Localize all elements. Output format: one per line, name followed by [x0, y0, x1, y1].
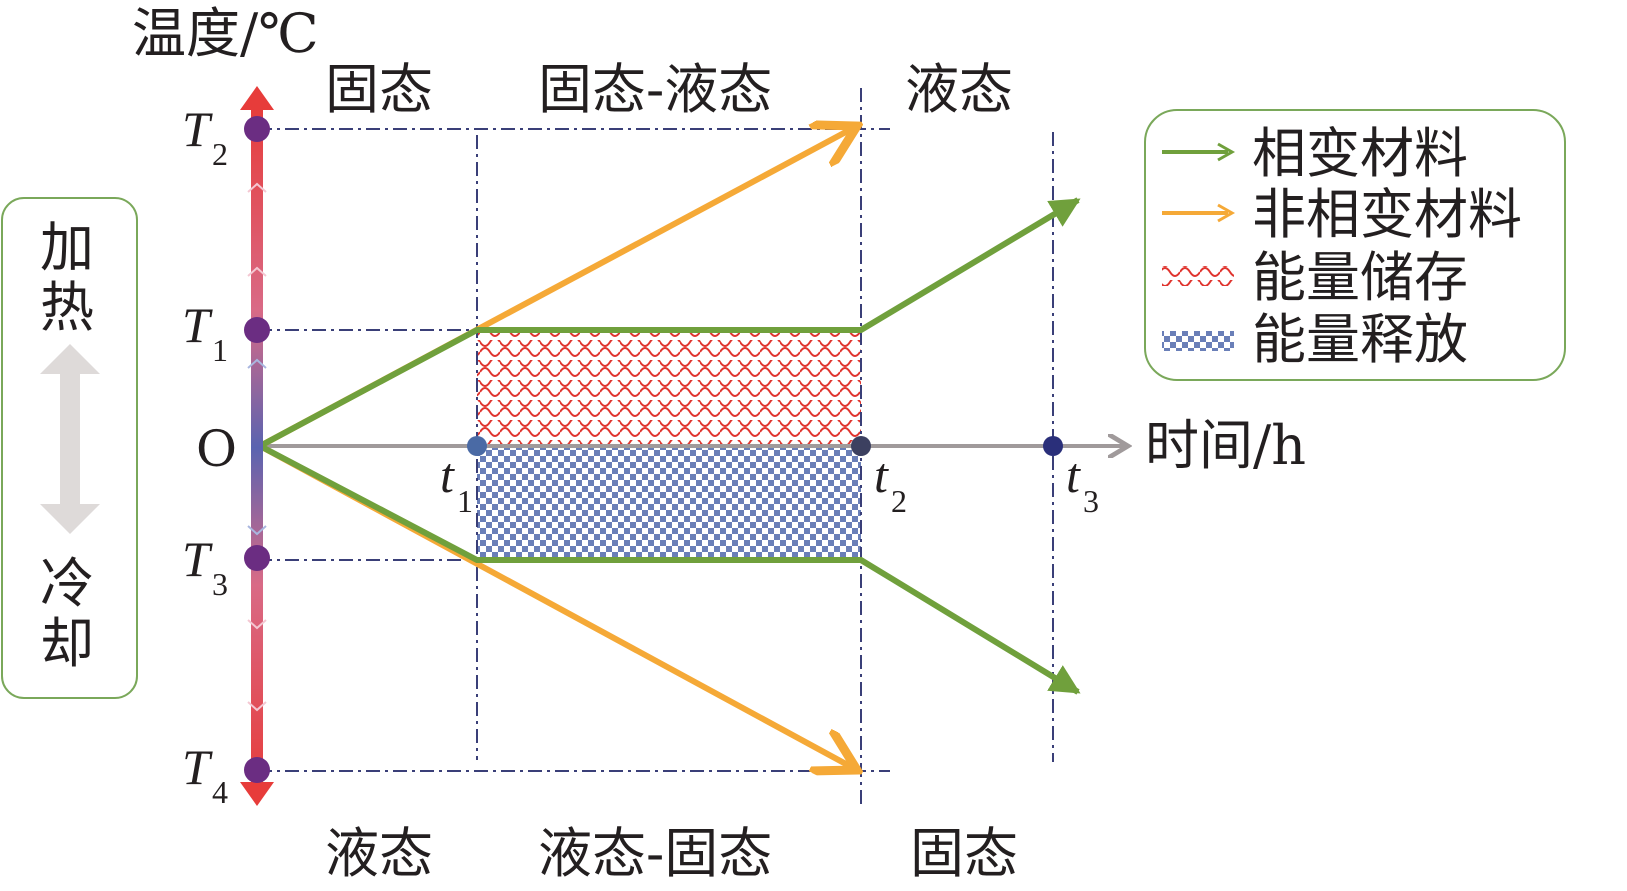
- cool-label-1: 冷: [40, 552, 94, 615]
- time3-sub: 3: [1083, 483, 1099, 519]
- legend-box: [1144, 109, 1566, 381]
- t3-sub: 3: [212, 566, 228, 602]
- phase-bottom-solid: 固态: [910, 822, 1018, 885]
- legend-energy-storage: 能量储存: [1162, 246, 1468, 309]
- legend-non-pcm: 非相变材料: [1162, 183, 1522, 246]
- energy-release-area: [477, 448, 861, 560]
- t1-time-marker: [467, 436, 487, 456]
- phase-bottom-liquid-solid: 液态-固态: [538, 822, 772, 885]
- t2-marker: [244, 116, 270, 142]
- t2-sub: 2: [212, 136, 228, 172]
- phase-top-solid-liquid: 固态-液态: [538, 58, 772, 121]
- time1-symbol: t: [440, 447, 455, 503]
- cool-label-2: 却: [40, 612, 94, 675]
- t1-symbol: T: [182, 297, 213, 353]
- legend-pcm-label: 相变材料: [1252, 122, 1468, 185]
- legend-energy-storage-label: 能量储存: [1252, 246, 1468, 309]
- legend-pcm-arrow-icon: [1217, 142, 1236, 162]
- double-arrow-icon: [40, 344, 100, 534]
- energy-storage-area: [477, 330, 861, 445]
- time2-label: t 2: [874, 447, 907, 519]
- legend-energy-release-label: 能量释放: [1252, 308, 1468, 371]
- temperature-axis: [251, 105, 263, 790]
- t2-time-marker: [851, 436, 871, 456]
- time3-label: t 3: [1066, 447, 1099, 519]
- time1-sub: 1: [457, 483, 473, 519]
- temperature-axis-chevrons: [247, 182, 267, 712]
- time3-symbol: t: [1066, 447, 1081, 503]
- legend-non-pcm-arrow-icon: [1217, 203, 1236, 223]
- t3-time-marker: [1043, 436, 1063, 456]
- heat-label-2: 热: [40, 276, 94, 339]
- temperature-axis-bottom-arrow: [240, 782, 274, 806]
- time1-label: t 1: [440, 447, 473, 519]
- legend-energy-release: 能量释放: [1162, 308, 1468, 371]
- temperature-axis-top-arrow: [240, 86, 274, 110]
- pcm-heating-line: [258, 197, 1081, 449]
- time2-sub: 2: [891, 483, 907, 519]
- t3-marker: [244, 545, 270, 571]
- origin-label: O: [196, 420, 237, 478]
- t1-label: T 1: [182, 297, 228, 368]
- t3-symbol: T: [182, 531, 213, 587]
- legend-energy-storage-swatch: [1162, 266, 1234, 286]
- pcm-cooling-line: [258, 443, 1081, 695]
- t4-sub: 4: [212, 774, 228, 810]
- t4-symbol: T: [182, 739, 213, 795]
- phase-top-liquid: 液态: [905, 58, 1013, 121]
- t2-symbol: T: [182, 101, 213, 157]
- t1-marker: [244, 317, 270, 343]
- heat-label-1: 加: [40, 216, 94, 279]
- phase-bottom-liquid: 液态: [325, 822, 433, 885]
- x-axis-label: 时间/h: [1145, 414, 1306, 477]
- temperature-markers: [244, 116, 270, 783]
- time2-symbol: t: [874, 447, 889, 503]
- t1-sub: 1: [212, 332, 228, 368]
- phase-top-solid: 固态: [325, 58, 433, 121]
- legend-pcm: 相变材料: [1162, 122, 1468, 185]
- t3-label: T 3: [182, 531, 228, 602]
- t4-label: T 4: [182, 739, 228, 810]
- t4-marker: [244, 757, 270, 783]
- legend-non-pcm-label: 非相变材料: [1252, 183, 1522, 246]
- t2-label: T 2: [182, 101, 228, 172]
- y-axis-label: 温度/℃: [132, 2, 319, 65]
- legend-energy-release-swatch: [1162, 331, 1234, 351]
